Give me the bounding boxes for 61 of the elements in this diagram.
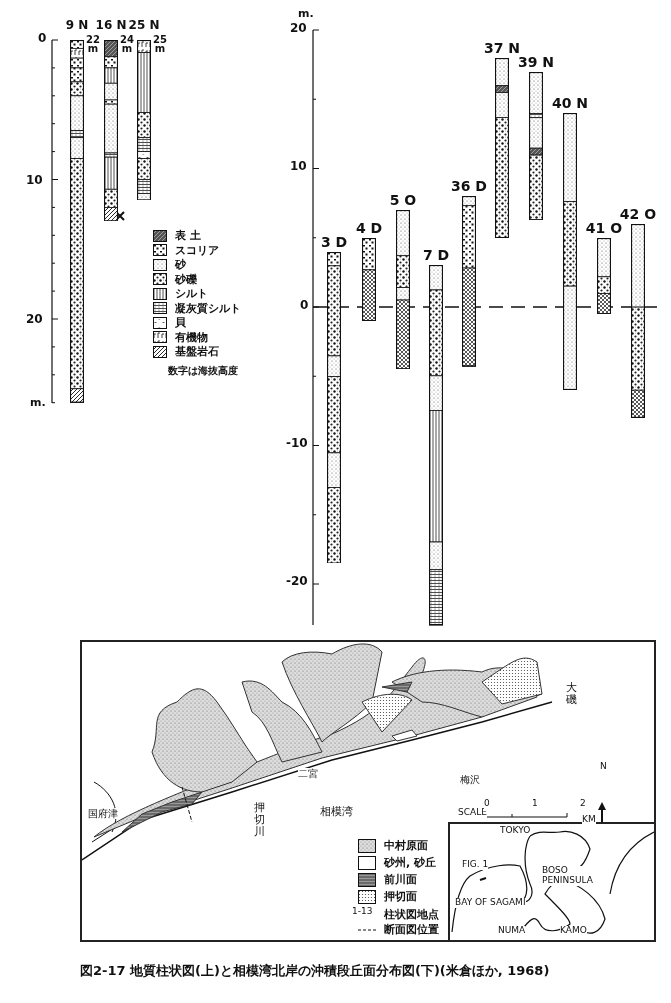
column-label: 25 N	[128, 18, 160, 32]
figure-caption: 図2-17 地質柱状図(上)と相模湾北岸の沖積段丘面分布図(下)(米倉ほか, 1968)	[80, 962, 550, 980]
column-label: 7 D	[422, 247, 450, 264]
elevation-label: 22 m	[86, 35, 100, 53]
column-label: 40 N	[551, 95, 589, 112]
axis-tick-label: m.	[298, 8, 314, 21]
axis-tick-label: m.	[30, 397, 46, 410]
column-label: 9 N	[65, 18, 89, 32]
legend-label: 貝	[175, 315, 186, 330]
map-label: N	[600, 762, 607, 772]
map-label: 1-13	[352, 907, 373, 917]
legend-label: 有機物	[175, 329, 208, 345]
legend-label: 中村原面	[384, 838, 428, 853]
map-label: 国府津	[88, 808, 118, 819]
map-label: NUMA	[498, 926, 526, 936]
map-label: 相模湾	[320, 806, 353, 819]
legend-label: 基盤岩石	[175, 344, 219, 359]
column-label: 16 N	[95, 18, 127, 32]
legend-label: 押切面	[384, 889, 417, 904]
axis-tick-label: 10	[26, 174, 43, 188]
elevation-label: 24 m	[120, 35, 134, 53]
legend-label: シルト	[175, 286, 208, 301]
column-label: 41 O	[585, 219, 623, 236]
place-label: 大磯	[566, 682, 577, 707]
column-label: 42 O	[619, 205, 657, 222]
column-label: 39 N	[517, 53, 555, 70]
map-label: SCALE	[458, 808, 487, 818]
axis-tick-label: 10	[290, 160, 307, 174]
column-label: 5 O	[389, 192, 417, 209]
map-label: BAY OF SAGAMI	[455, 898, 526, 908]
map-label: 1	[532, 799, 538, 809]
column-label: 37 N	[483, 39, 521, 56]
legend-label: 砂礫	[175, 271, 197, 287]
map-label: KM	[582, 815, 596, 825]
map-label: 0	[484, 799, 490, 809]
river-label: 押切川	[254, 802, 265, 839]
axis-tick-label: 0	[300, 299, 309, 313]
legend-label: スコリア	[175, 242, 219, 258]
map-label: TOKYO	[500, 826, 531, 836]
axis-tick-label: 0	[38, 32, 47, 46]
legend-label: 断面図位置	[384, 922, 439, 937]
column-label: 36 D	[451, 178, 487, 195]
map-label: 2	[580, 799, 586, 809]
axis-tick-label: -10	[286, 437, 308, 451]
legend-label: 凝灰質シルト	[175, 300, 241, 316]
legend-label: 表 土	[175, 228, 201, 243]
axis-tick-label: -20	[286, 575, 308, 589]
axis-tick-label: 20	[26, 313, 43, 327]
legend-label: 砂	[175, 257, 186, 272]
map-label: FIG. 1	[462, 860, 489, 870]
legend-label: 前川面	[384, 872, 417, 887]
column-label: 3 D	[320, 233, 348, 250]
map-label: 梅沢	[460, 774, 480, 785]
legend-label: 砂州, 砂丘	[384, 855, 436, 870]
elevation-label: 25 m	[153, 35, 167, 53]
column-label: 4 D	[355, 219, 383, 236]
legend-label: 柱状図地点	[384, 907, 439, 922]
axis-tick-label: 数字は海抜高度	[168, 365, 238, 376]
map-label: 二宮	[298, 768, 318, 779]
axis-tick-label: 20	[290, 22, 307, 36]
map-label: KAMO	[560, 926, 587, 936]
